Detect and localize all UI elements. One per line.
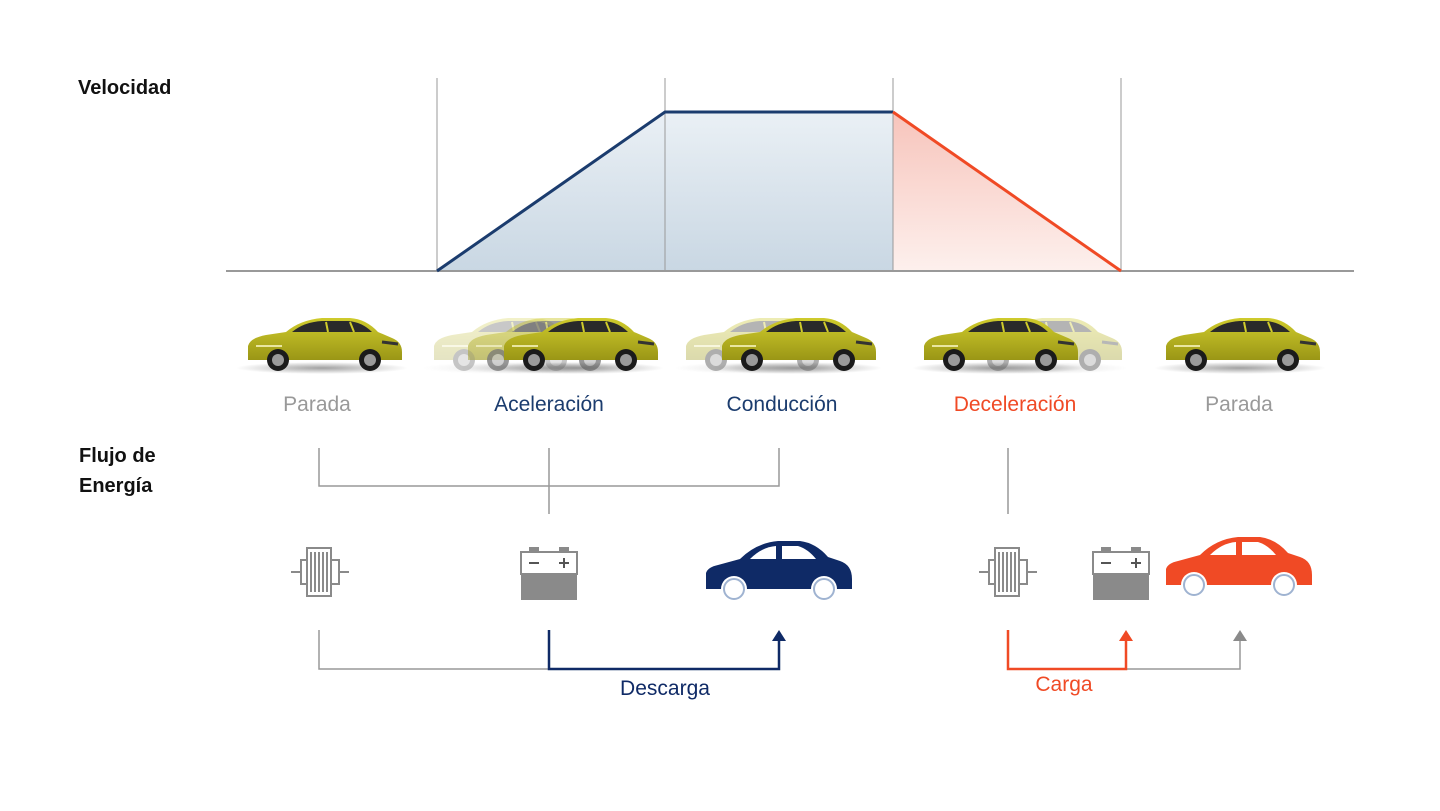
charge-flow [1006,630,1247,671]
energy-flow-label-line1: Flujo de [79,445,156,467]
car-icon [705,540,853,603]
phase-label-acceleration: Aceleración [494,393,604,416]
discharge-label: Descarga [620,677,710,700]
battery-icon [1092,546,1150,601]
energy-flow-label-line2: Energía [79,475,153,497]
cruise-area [665,112,893,271]
arrow-up-icon [1233,630,1247,641]
phase-label-stop-2: Parada [1205,393,1273,416]
phase-label-deceleration: Deceleración [953,393,1077,416]
charge-label: Carga [1035,673,1093,696]
speed-line-accel-cruise [436,110,893,273]
car-stop-1 [234,316,410,376]
motor-icon [978,547,1038,597]
car-deceleration [910,316,1130,376]
speed-label: Velocidad [78,77,172,99]
car-cruise [672,316,884,376]
car-icon [1165,536,1313,599]
battery-icon [520,546,578,601]
motor-icon [290,547,350,597]
phase-connectors [318,448,1009,514]
phase-label-cruise: Conducción [726,393,838,416]
arrow-up-icon [772,630,786,641]
arrow-up-icon [1119,630,1133,641]
speed-line-decel [892,110,1122,273]
energy-flow-label: Flujo de Energía [79,441,156,501]
discharge-flow [318,630,786,671]
phase-label-stop-1: Parada [283,393,351,416]
car-stop-2 [1152,316,1328,376]
car-acceleration [420,316,666,376]
speed-profile [226,78,1354,273]
